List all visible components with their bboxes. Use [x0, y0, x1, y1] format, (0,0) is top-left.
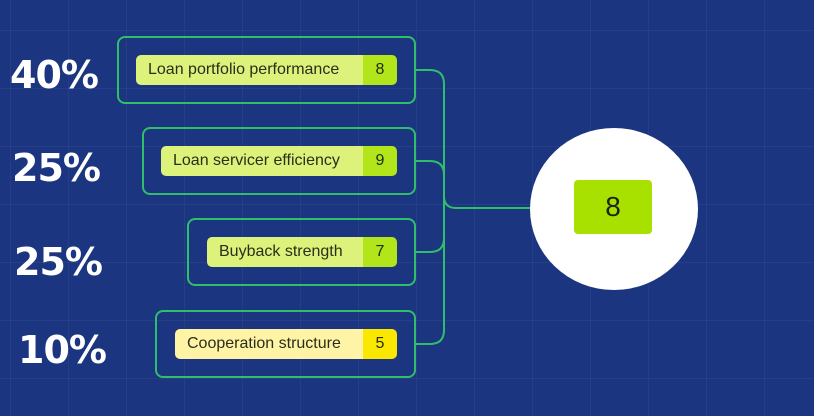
- total-score: 8: [574, 180, 652, 234]
- criterion-score: 9: [363, 146, 397, 176]
- criterion-score: 8: [363, 55, 397, 85]
- criterion-loan-servicer-efficiency: Loan servicer efficiency 9: [161, 146, 397, 176]
- criterion-loan-portfolio-performance: Loan portfolio performance 8: [136, 55, 397, 85]
- criterion-score: 5: [363, 329, 397, 359]
- weight-loan-portfolio-performance: 40%: [10, 53, 99, 97]
- criterion-frame-1: [117, 36, 416, 104]
- connector-2: [416, 160, 445, 208]
- criterion-label: Buyback strength: [207, 237, 363, 267]
- weight-loan-servicer-efficiency: 25%: [12, 146, 101, 190]
- connector-1: [416, 69, 530, 209]
- criterion-frame-3: [187, 218, 416, 286]
- weight-cooperation-structure: 10%: [18, 328, 107, 372]
- criterion-buyback-strength: Buyback strength 7: [207, 237, 397, 267]
- connector-4: [416, 208, 445, 345]
- criterion-frame-2: [142, 127, 416, 195]
- criterion-label: Cooperation structure: [175, 329, 363, 359]
- criterion-label: Loan portfolio performance: [136, 55, 363, 85]
- criterion-frame-4: [155, 310, 416, 378]
- criterion-cooperation-structure: Cooperation structure 5: [175, 329, 397, 359]
- connector-3: [416, 208, 445, 253]
- criterion-score: 7: [363, 237, 397, 267]
- weight-buyback-strength: 25%: [14, 240, 103, 284]
- criterion-label: Loan servicer efficiency: [161, 146, 363, 176]
